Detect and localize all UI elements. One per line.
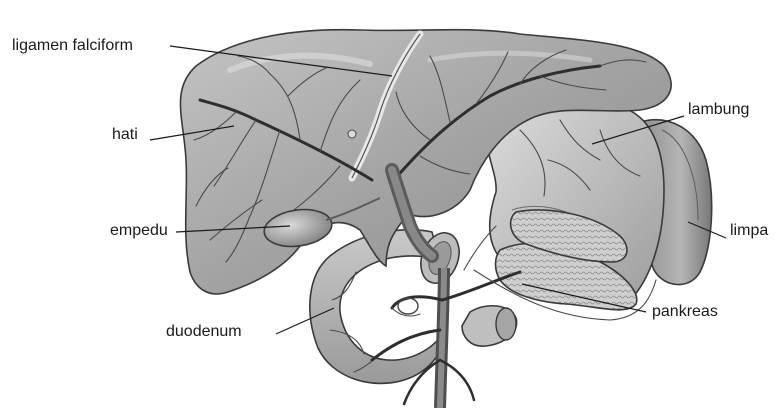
label-hati: hati (112, 126, 138, 144)
label-limpa: limpa (730, 222, 768, 240)
label-lambung: lambung (688, 101, 749, 119)
label-ligamen-falciform: ligamen falciform (12, 37, 133, 55)
label-duodenum: duodenum (166, 323, 242, 341)
jejunum-segment (462, 306, 517, 346)
label-empedu: empedu (110, 222, 168, 240)
label-pankreas: pankreas (652, 303, 718, 321)
